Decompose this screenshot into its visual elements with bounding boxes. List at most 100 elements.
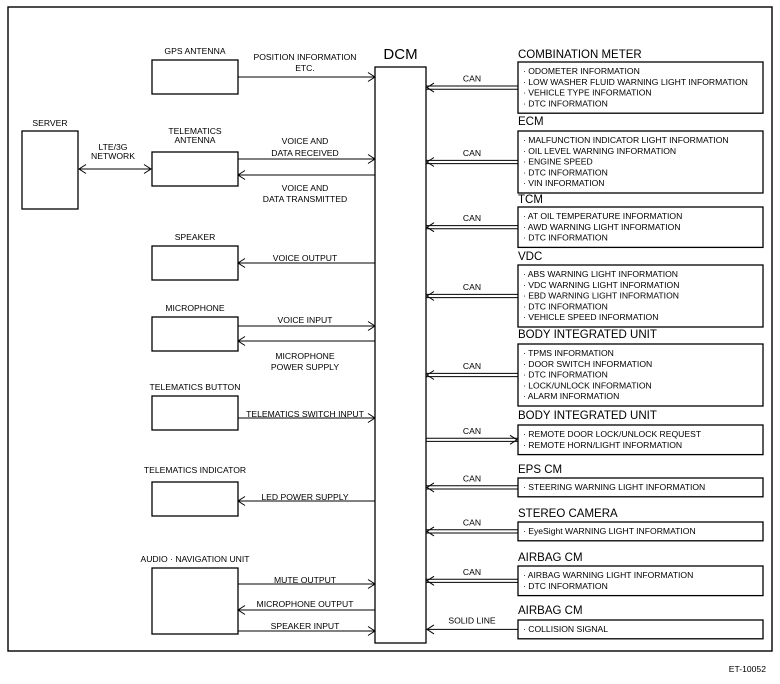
right-unit-title: COMBINATION METER [518,49,642,61]
right-unit-title: AIRBAG CM [518,552,583,564]
server-link-arrowhead [78,164,87,174]
right-unit-title: BODY INTEGRATED UNIT [518,329,657,341]
left-unit-label: TELEMATICS INDICATOR [144,465,246,475]
right-unit-box [517,477,764,498]
signal-label: POWER SUPPLY [271,362,339,372]
dcm-box [374,66,427,644]
link-arrowhead [426,482,435,493]
right-unit-item: · REMOTE HORN/LIGHT INFORMATION [523,440,682,450]
right-unit-title: VDC [518,251,542,263]
right-unit-box [517,565,764,597]
right-unit-item: · MALFUNCTION INDICATOR LIGHT INFORMATIO… [523,135,729,145]
right-unit-item: · DTC INFORMATION [523,370,608,380]
signal-label: MICROPHONE OUTPUT [257,599,355,609]
right-unit-title: BODY INTEGRATED UNIT [518,410,657,422]
link-label: CAN [463,517,481,527]
right-unit-box [517,206,764,249]
signal-label: MUTE OUTPUT [274,575,337,585]
left-unit-label: ANTENNA [174,135,215,145]
link-arrowhead [426,157,435,167]
right-unit-item: · DTC INFORMATION [523,581,608,591]
right-unit-title: ECM [518,116,544,128]
left-unit-box [151,316,239,352]
right-unit-item: · DTC INFORMATION [523,98,608,108]
signal-label: VOICE AND [282,183,329,193]
left-unit-label: GPS ANTENNA [164,46,225,56]
signal-label: TELEMATICS SWITCH INPUT [246,409,365,419]
right-unit-box [517,521,764,542]
signal-label: MICROPHONE [275,351,334,361]
right-unit-item: · AT OIL TEMPERATURE INFORMATION [523,211,682,221]
signal-label: VOICE INPUT [278,315,334,325]
left-unit-box [151,395,239,431]
left-unit-label: MICROPHONE [165,303,224,313]
right-unit-title: TCM [518,194,543,206]
signal-label: DATA TRANSMITTED [263,194,348,204]
right-unit-title: STEREO CAMERA [518,508,618,520]
right-unit-item: · AIRBAG WARNING LIGHT INFORMATION [523,570,693,580]
right-unit-item: · DTC INFORMATION [523,301,608,311]
right-unit-item: · DTC INFORMATION [523,233,608,243]
link-label: CAN [463,74,481,84]
link-arrowhead [426,575,435,586]
right-unit-item: · VIN INFORMATION [523,178,604,188]
right-unit-item: · REMOTE DOOR LOCK/UNLOCK REQUEST [523,429,702,439]
server-link-arrowhead [143,164,152,174]
link-arrowhead [426,370,435,380]
right-unit-item: · EyeSight WARNING LIGHT INFORMATION [523,526,696,536]
server-label: SERVER [32,118,67,128]
link-label: CAN [463,426,481,436]
left-unit-box [151,567,239,635]
right-unit-item: · VEHICLE TYPE INFORMATION [523,88,652,98]
left-unit-box [151,481,239,517]
signal-label: VOICE OUTPUT [273,253,338,263]
server-link-label: NETWORK [91,151,135,161]
link-label: CAN [463,213,481,223]
link-label: CAN [463,361,481,371]
right-unit-item: · STEERING WARNING LIGHT INFORMATION [523,482,705,492]
signal-label: VOICE AND [282,136,329,146]
right-unit-box [517,264,764,328]
left-unit-label: SPEAKER [175,232,216,242]
signal-label: DATA RECEIVED [271,148,339,158]
right-unit-item: · TPMS INFORMATION [523,348,614,358]
right-unit-box [517,61,764,114]
left-unit-box [151,245,239,281]
right-unit-title: AIRBAG CM [518,605,583,617]
signal-label: LED POWER SUPPLY [261,492,349,502]
outer-frame [7,6,773,652]
right-unit-item: · ALARM INFORMATION [523,391,619,401]
signal-label: SPEAKER INPUT [271,621,341,631]
right-unit-item: · DTC INFORMATION [523,167,608,177]
right-unit-item: · LOCK/UNLOCK INFORMATION [523,380,652,390]
left-unit-box [151,59,239,95]
right-unit-item: · DOOR SWITCH INFORMATION [523,359,652,369]
signal-label: POSITION INFORMATION [254,52,357,62]
dcm-title: DCM [383,46,417,63]
right-unit-item: · VDC WARNING LIGHT INFORMATION [523,280,679,290]
signal-label: ETC. [295,63,315,73]
right-unit-box [517,343,764,407]
link-arrowhead [426,291,435,301]
left-unit-label: AUDIO · NAVIGATION UNIT [140,554,250,564]
link-label: SOLID LINE [448,615,496,625]
right-unit-item: · ODOMETER INFORMATION [523,66,640,76]
link-label: CAN [463,282,481,292]
right-unit-item: · AWD WARNING LIGHT INFORMATION [523,222,681,232]
left-unit-label: TELEMATICS BUTTON [150,382,241,392]
right-unit-item: · VEHICLE SPEED INFORMATION [523,312,658,322]
right-unit-item: · ENGINE SPEED [523,157,593,167]
link-arrowhead [426,526,435,537]
left-unit-label: TELEMATICS [168,126,222,136]
right-unit-title: EPS CM [518,464,562,476]
link-arrowhead [426,624,435,635]
right-unit-item: · LOW WASHER FLUID WARNING LIGHT INFORMA… [523,77,748,87]
server-box [21,130,79,210]
right-unit-box [517,619,764,640]
link-arrowhead [426,82,435,93]
right-unit-box [517,424,764,456]
link-label: CAN [463,148,481,158]
link-arrowhead [426,222,435,233]
right-unit-box [517,130,764,194]
